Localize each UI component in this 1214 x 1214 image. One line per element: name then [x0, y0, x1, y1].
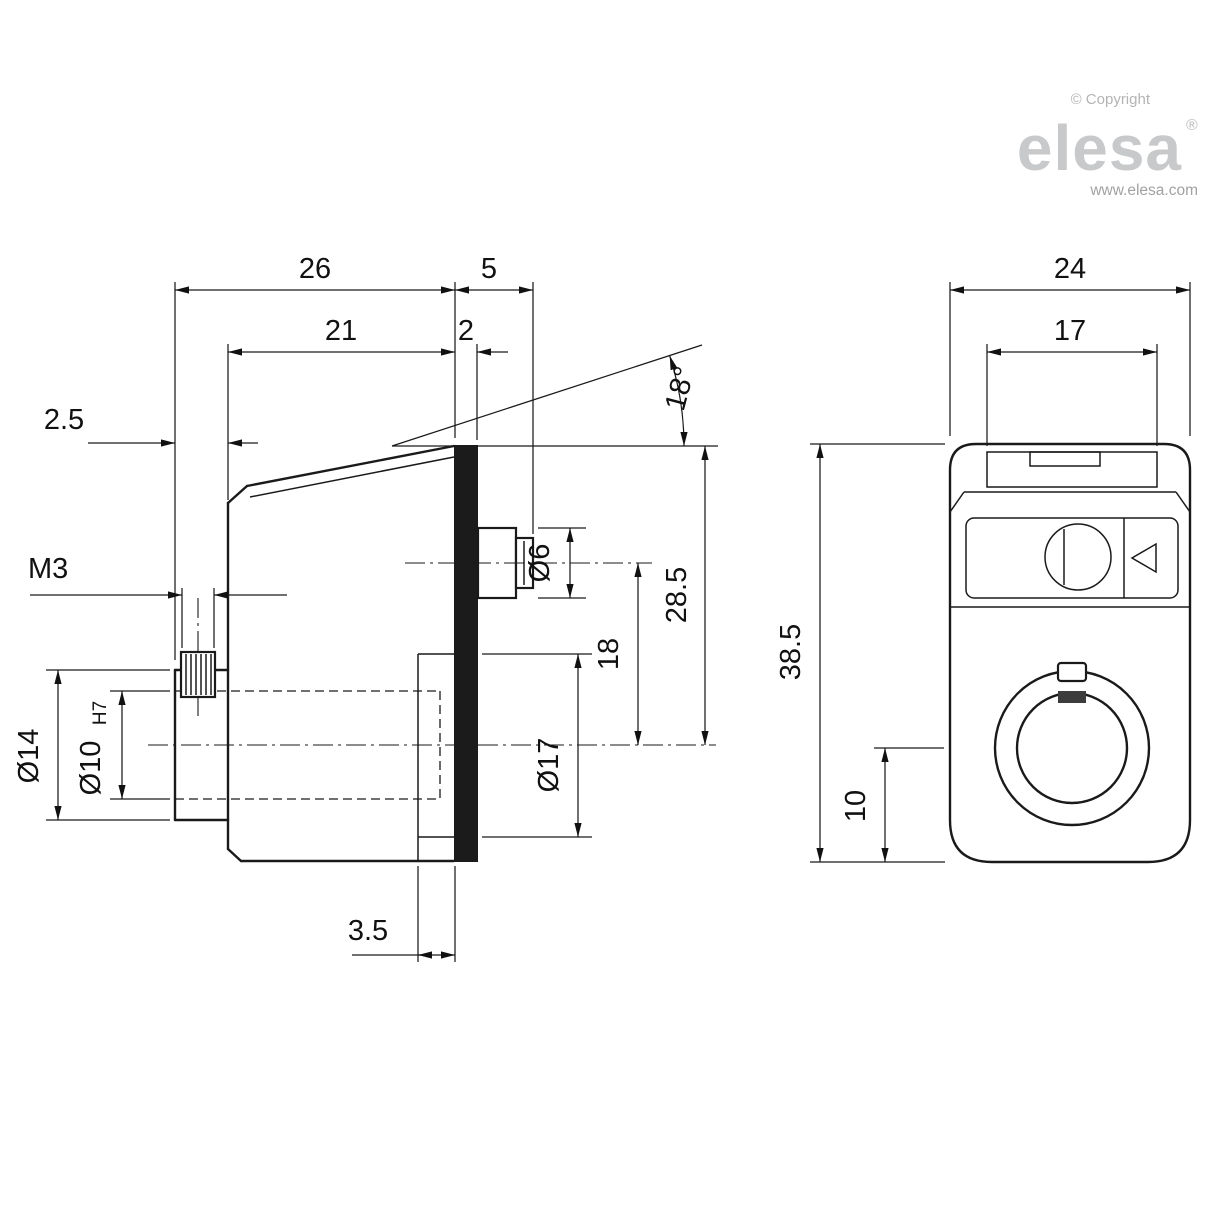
dim-label-38-5: 38.5 — [775, 624, 807, 680]
angle-reference-slant — [391, 344, 703, 447]
dim-dia17: Ø17 — [482, 653, 592, 838]
front-body-outline — [948, 442, 1192, 864]
angle-arc — [669, 355, 688, 447]
side-view-dimensions: 26 5 21 2 2.5 M3 — [13, 253, 718, 962]
dim-label-26: 26 — [299, 253, 331, 285]
knob-clamp-tab — [1056, 661, 1088, 683]
registered-mark: ® — [1186, 117, 1198, 134]
dim-label-10: 10 — [840, 790, 872, 822]
copyright-text: © Copyright — [1071, 91, 1151, 108]
top-bezel-chamfer-left — [949, 491, 965, 513]
branding: © Copyright elesa ® www.elesa.com — [1017, 91, 1198, 199]
dim-label-2-5: 2.5 — [44, 404, 84, 436]
dim-label-m3: M3 — [28, 553, 68, 585]
dim-label-21: 21 — [325, 315, 357, 347]
body-bottom-bevel — [226, 847, 243, 863]
dim-label-dia6: Ø6 — [524, 544, 556, 583]
dim-5: 5 — [455, 253, 533, 294]
dim-label-h7: H7 — [90, 701, 111, 725]
dim-26: 26 — [175, 253, 455, 294]
dim-label-dia14: Ø14 — [13, 729, 45, 784]
counter-window-tab — [1029, 451, 1101, 467]
dim-2-5: 2.5 — [44, 404, 258, 447]
dim-label-2: 2 — [458, 315, 474, 347]
dim-10: 10 — [840, 748, 889, 862]
dim-label-18deg: 18° — [659, 363, 701, 414]
digit-drum — [1044, 523, 1112, 591]
dim-label-5: 5 — [481, 253, 497, 285]
dim-2: 2 — [458, 315, 508, 356]
top-bezel-chamfer-right — [1175, 491, 1191, 513]
dim-17: 17 — [987, 315, 1157, 356]
dim-label-3-5: 3.5 — [348, 915, 388, 947]
elesa-logo: elesa — [1017, 112, 1182, 184]
dim-label-28-5: 28.5 — [661, 567, 693, 623]
pointer-triangle — [1130, 542, 1157, 574]
dim-label-24: 24 — [1054, 253, 1086, 285]
website-text: www.elesa.com — [1089, 182, 1198, 199]
dim-dia10-h7: Ø10 H7 — [75, 690, 170, 800]
dim-label-dia17: Ø17 — [533, 738, 565, 793]
knob-inner-circle — [1015, 691, 1129, 805]
body-top-slant — [245, 444, 456, 488]
counter-window — [986, 451, 1158, 488]
dim-label-18: 18 — [593, 638, 625, 670]
front-view-dimensions: 24 17 38.5 10 — [775, 253, 1191, 863]
display-window — [965, 517, 1179, 599]
front-bezel-strip — [454, 445, 478, 862]
body-top-bevel — [226, 484, 249, 505]
dim-angle-18: 18° — [391, 344, 718, 447]
dim-3-5: 3.5 — [348, 866, 456, 962]
knob-clamp-insert — [1058, 691, 1086, 703]
dim-label-dia10: Ø10 — [75, 741, 107, 796]
dim-label-17: 17 — [1054, 315, 1086, 347]
dim-m3: M3 — [28, 553, 287, 648]
side-view — [148, 444, 716, 863]
dim-28-5: 28.5 — [661, 446, 709, 745]
dim-38-5: 38.5 — [775, 444, 824, 862]
dim-dia6: Ø6 — [524, 527, 586, 599]
dim-24: 24 — [950, 253, 1190, 294]
dim-dia14: Ø14 — [13, 669, 170, 821]
setscrew-knurling — [185, 654, 212, 695]
body-top-slant-inner — [249, 456, 455, 498]
dim-21: 21 — [228, 315, 455, 356]
dim-18: 18 — [593, 563, 642, 745]
front-view — [948, 442, 1192, 864]
